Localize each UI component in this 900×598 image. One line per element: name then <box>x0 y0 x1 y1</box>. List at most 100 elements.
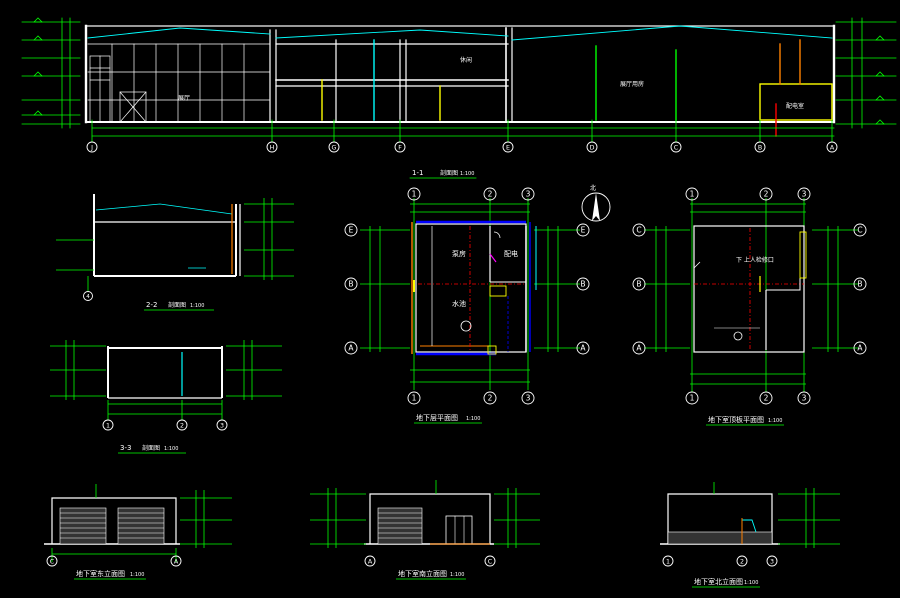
axis-bubble <box>83 291 93 301</box>
main-room-labels: 展厅 休闲 展厅用房 配电室 <box>178 56 804 110</box>
axis-bubble-label: C <box>636 226 641 235</box>
axis-bubble <box>853 277 867 291</box>
axis-bubble-label: E <box>349 226 354 235</box>
section-2-2-name-placeholder: 剖面图 <box>168 301 186 309</box>
ground-plan-scale: 1:100 <box>466 416 480 422</box>
main-room-label: 展厅 <box>178 95 190 102</box>
elevation-right-title-text: 地下室北立面图 <box>694 577 743 586</box>
section-1-1-scale: 1:100 <box>460 171 474 177</box>
axis-bubble-label: E <box>581 226 586 235</box>
axis-bubble-label: 3 <box>802 190 807 199</box>
axis-bubble-label: 3 <box>770 558 774 565</box>
axis-bubble-label: F <box>398 144 402 151</box>
axis-bubble <box>407 187 421 201</box>
axis-bubble-label: C <box>674 144 679 151</box>
section-3-3-scale: 1:100 <box>164 446 178 452</box>
roof-plan-title-text: 地下室顶板平面图 <box>708 415 764 424</box>
axis-bubble <box>853 223 867 237</box>
axis-bubble <box>328 141 340 153</box>
north-arrow: 北 <box>581 184 611 222</box>
axis-bubble-label: D <box>590 144 595 151</box>
elevation-right-dims <box>778 488 840 548</box>
axis-bubble <box>364 555 376 567</box>
elevation-right-title: 地下室北立面图 1:100 <box>692 577 760 588</box>
axis-bubble-label: B <box>580 280 585 289</box>
elevation-middle-dims <box>310 488 540 548</box>
section-2-2-view: 4 2-2 剖面图 1:100 <box>56 194 294 311</box>
axis-bubble-label: 2 <box>740 558 744 565</box>
axis-bubble <box>344 277 358 291</box>
elevation-left-title-text: 地下室东立面图 <box>76 569 125 578</box>
axis-bubble <box>853 341 867 355</box>
axis-bubble-label: 3 <box>220 422 224 429</box>
section-1-1-label: 1-1 <box>412 169 423 177</box>
axis-bubble <box>483 391 497 405</box>
section-3-3-label: 3-3 <box>120 444 131 452</box>
main-accent-columns <box>321 39 833 137</box>
axis-bubble-label: B <box>758 144 762 151</box>
axis-bubble <box>407 391 421 405</box>
axis-bubble <box>662 555 674 567</box>
ground-plan-room-label: 水池 <box>452 299 466 308</box>
main-building-outline <box>84 24 836 124</box>
axis-bubble <box>766 555 778 567</box>
axis-bubble <box>176 419 188 431</box>
axis-bubble <box>826 141 838 153</box>
axis-bubble <box>483 187 497 201</box>
section-2-2-axis-row: 4 <box>83 291 93 301</box>
axis-bubble-label: B <box>348 280 353 289</box>
roof-plan-note: 下 上人检修口 <box>736 256 774 264</box>
elevation-right-scale: 1:100 <box>744 580 758 586</box>
section-3-3-dims <box>50 340 282 420</box>
axis-bubble-label: 1 <box>690 190 695 199</box>
axis-bubble <box>576 277 590 291</box>
axis-bubble <box>685 391 699 405</box>
axis-bubble-label: C <box>50 558 55 565</box>
section-3-3-title: 3-3 剖面图 1:100 <box>118 444 186 454</box>
axis-bubble <box>484 555 496 567</box>
axis-bubble-label: 2 <box>488 190 493 199</box>
axis-bubble <box>86 141 98 153</box>
axis-bubble <box>170 555 182 567</box>
axis-bubble <box>266 141 278 153</box>
axis-bubble-label: B <box>636 280 641 289</box>
ground-plan-title-text: 地下层平面图 <box>416 413 458 422</box>
axis-bubble-label: A <box>580 344 586 353</box>
axis-bubble-label: H <box>270 144 275 151</box>
axis-bubble <box>670 141 682 153</box>
axis-bubble <box>576 223 590 237</box>
elevation-left-door-slats <box>60 512 164 539</box>
section-2-2-dims <box>56 198 294 292</box>
axis-bubble <box>759 391 773 405</box>
axis-bubble <box>797 391 811 405</box>
section-2-2-roof <box>95 203 233 274</box>
elevation-left-scale: 1:100 <box>130 572 144 578</box>
elevation-left-dims <box>51 490 232 562</box>
axis-bubble-label: 1 <box>666 558 670 565</box>
axis-bubble-label: 1 <box>412 394 417 403</box>
axis-bubble-label: E <box>506 144 510 151</box>
axis-bubble-label: 3 <box>802 394 807 403</box>
section-3-3-walls <box>107 346 223 399</box>
elevation-middle-title-text: 地下室南立面图 <box>398 569 447 578</box>
main-dimension-chain <box>91 119 835 143</box>
elevation-right-body <box>660 482 780 545</box>
axis-bubble-label: G <box>332 144 337 151</box>
section-2-2-walls <box>93 194 241 277</box>
axis-bubble-label: C <box>488 558 493 565</box>
axis-bubble-label: A <box>830 144 835 151</box>
axis-bubble <box>797 187 811 201</box>
ground-plan-room-label: 泵房 <box>452 249 466 258</box>
main-section-title: 1-1 剖面图 1:100 <box>409 169 477 179</box>
axis-bubble-label: B <box>857 280 862 289</box>
north-arrow-label: 北 <box>590 184 596 192</box>
